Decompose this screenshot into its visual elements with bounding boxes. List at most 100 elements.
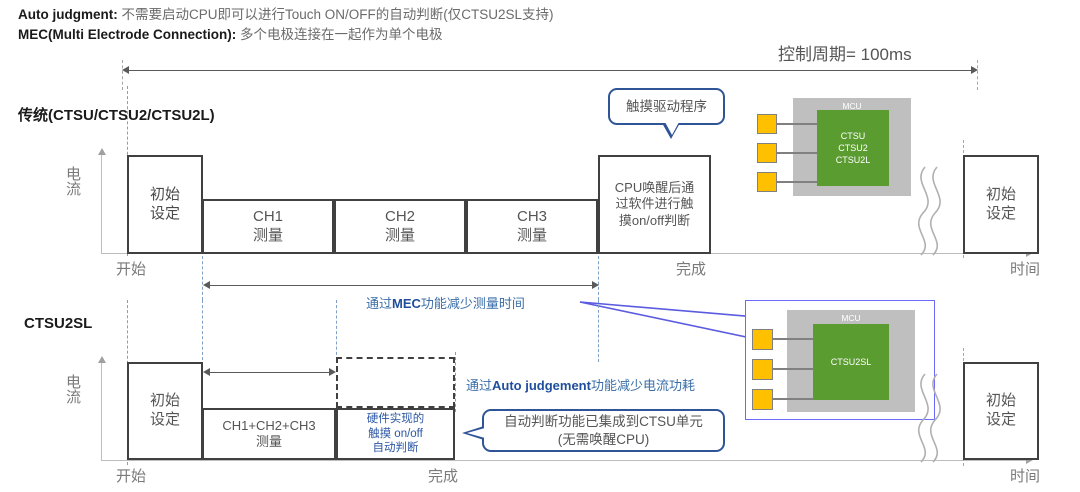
arrow-bar — [209, 285, 593, 287]
x-axis-label-ctsu2sl: 时间 — [1010, 468, 1041, 485]
axis-break-squiggle-traditional — [917, 166, 941, 256]
ctsu-block-ctsu2sl: CTSU2SL — [813, 324, 889, 400]
guide-sl-auto-end — [455, 352, 456, 412]
waveform-box-ch2: CH2 测量 — [334, 199, 466, 254]
end-label-traditional: 完成 — [676, 261, 707, 278]
waveform-box-auto-judgment: 硬件实现的 触摸 on/off 自动判断 — [336, 408, 455, 460]
callout-auto-line-1: 自动判断功能已集成到CTSU单元 — [504, 413, 703, 429]
sl-tail-init-line-1: 初始 — [985, 392, 1016, 410]
note-mec-text: 多个电极连接在一起作为单个电极 — [236, 27, 443, 42]
sl-tail-init-line-2: 设定 — [985, 411, 1016, 428]
measure-duration-arrow — [203, 281, 599, 290]
row-title-traditional: 传统(CTSU/CTSU2/CTSU2L) — [18, 107, 215, 124]
mcu-label: MCU — [842, 101, 862, 111]
mcu-diagram-traditional: MCU CTSU CTSU2 CTSU2L — [755, 92, 935, 202]
end-label-ctsu2sl: 完成 — [428, 468, 459, 485]
electrode-wire-1 — [777, 123, 817, 125]
annotation-mec: 通过MEC功能减少测量时间 — [366, 293, 525, 312]
ch3-line-1: CH3 — [516, 207, 547, 225]
ch2-line-1: CH2 — [384, 207, 415, 225]
electrode-pad-2 — [757, 143, 777, 163]
start-label-ctsu2sl: 开始 — [116, 468, 147, 485]
ctsu-block-line-1: CTSU — [840, 130, 866, 141]
note-auto-judgment: Auto judgment: 不需要启动CPU即可以进行Touch ON/OFF… — [18, 6, 554, 24]
waveform-box-ch3: CH3 测量 — [466, 199, 598, 254]
callout-auto-line-2: (无需唤醒CPU) — [557, 431, 650, 447]
callout-tail-inner — [467, 427, 485, 438]
auto-line-2: 触摸 on/off — [368, 427, 423, 440]
mcu-diagram-ctsu2sl: MCU CTSU2SL — [745, 300, 935, 420]
x-axis-label-traditional: 时间 — [1010, 261, 1041, 278]
arrow-head-right — [971, 66, 978, 74]
tail-init-line-1: 初始 — [985, 185, 1016, 203]
ch3-line-2: 测量 — [516, 226, 547, 244]
ctsu-block-line-1: CTSU2SL — [830, 356, 872, 367]
arrow-head-left — [203, 281, 210, 289]
guide-sl-cycle — [598, 300, 599, 362]
arrow-head-left — [203, 368, 210, 376]
annotation-mec-bold: MEC — [392, 296, 421, 311]
electrode-wire-3 — [777, 181, 817, 183]
annotation-auto-bold: Auto judgement — [492, 378, 591, 393]
arrow-head-right — [592, 281, 599, 289]
sl-init-line-2: 设定 — [149, 411, 180, 428]
arrow-bar — [128, 70, 972, 72]
electrode-pad-2 — [752, 359, 773, 380]
control-period-label: 控制周期= 100ms — [778, 45, 912, 64]
cpu-line-3: 摸on/off判断 — [618, 212, 691, 228]
mcu-label: MCU — [841, 313, 861, 323]
ctsu-block-line-3: CTSU2L — [835, 155, 871, 166]
annotation-auto-pre: 通过 — [466, 378, 493, 393]
note-mec: MEC(Multi Electrode Connection): 多个电极连接在… — [18, 26, 443, 44]
ch2-line-2: 测量 — [384, 226, 415, 244]
y-axis-arrow-traditional — [98, 148, 106, 155]
waveform-box-init-ctsu2sl: 初始 设定 — [127, 362, 203, 460]
axis-break-squiggle-ctsu2sl — [917, 373, 941, 463]
note-auto-judgment-term: Auto judgment: — [18, 7, 118, 22]
cpu-line-1: CPU唤醒后通 — [614, 180, 695, 196]
guide-sl-meas-start — [202, 300, 203, 360]
callout-tail-inner — [664, 122, 679, 135]
annotation-mec-pre: 通过 — [366, 296, 393, 311]
sl-init-line-1: 初始 — [149, 392, 180, 410]
electrode-wire-3 — [773, 398, 819, 400]
ch1-line-1: CH1 — [252, 207, 283, 225]
electrode-pad-1 — [752, 329, 773, 350]
electrode-wire-2 — [773, 368, 825, 370]
guide-cycle-start — [122, 60, 123, 90]
init-line-1: 初始 — [149, 185, 180, 203]
merged-line-2: 测量 — [255, 434, 282, 449]
electrode-wire-1 — [773, 338, 819, 340]
waveform-box-merged-channels: CH1+CH2+CH3 测量 — [202, 408, 336, 460]
callout-touch-driver-text: 触摸驱动程序 — [626, 98, 707, 114]
row-title-ctsu2sl: CTSU2SL — [24, 315, 93, 332]
arrow-bar — [209, 372, 330, 374]
ctsu-block-traditional: CTSU CTSU2 CTSU2L — [817, 110, 889, 186]
init-line-2: 设定 — [149, 204, 180, 222]
guide-cycle-end — [977, 60, 978, 90]
annotation-auto-judgement: 通过Auto judgement功能减少电流功耗 — [466, 375, 695, 394]
ctsu-block-line-2: CTSU2 — [838, 142, 868, 153]
x-axis-ctsu2sl — [101, 460, 1026, 461]
waveform-box-init-traditional-tail: 初始 设定 — [963, 155, 1039, 254]
waveform-box-init-ctsu2sl-tail: 初始 设定 — [963, 362, 1039, 460]
annotation-auto-post: 功能减少电流功耗 — [590, 378, 695, 393]
annotation-mec-post: 功能减少测量时间 — [420, 296, 525, 311]
electrode-pad-3 — [752, 389, 773, 410]
guide-sl-meas-end — [336, 300, 337, 360]
mec-pointer-lines — [579, 301, 771, 343]
waveform-box-cpu-judgment: CPU唤醒后通 过软件进行触 摸on/off判断 — [598, 155, 711, 254]
y-axis-label-traditional: 电流 — [64, 166, 81, 196]
y-axis-label-ctsu2sl: 电流 — [64, 374, 81, 404]
electrode-pad-1 — [757, 114, 777, 134]
auto-line-3: 自动判断 — [372, 442, 419, 455]
cpu-line-2: 过软件进行触 — [615, 196, 694, 212]
electrode-wire-2 — [777, 152, 817, 154]
arrow-head-left — [122, 66, 129, 74]
ch1-line-2: 测量 — [252, 226, 283, 244]
waveform-box-ch1: CH1 测量 — [202, 199, 334, 254]
y-axis-ctsu2sl — [101, 363, 102, 460]
control-period-arrow — [122, 66, 978, 75]
start-label-traditional: 开始 — [116, 261, 147, 278]
